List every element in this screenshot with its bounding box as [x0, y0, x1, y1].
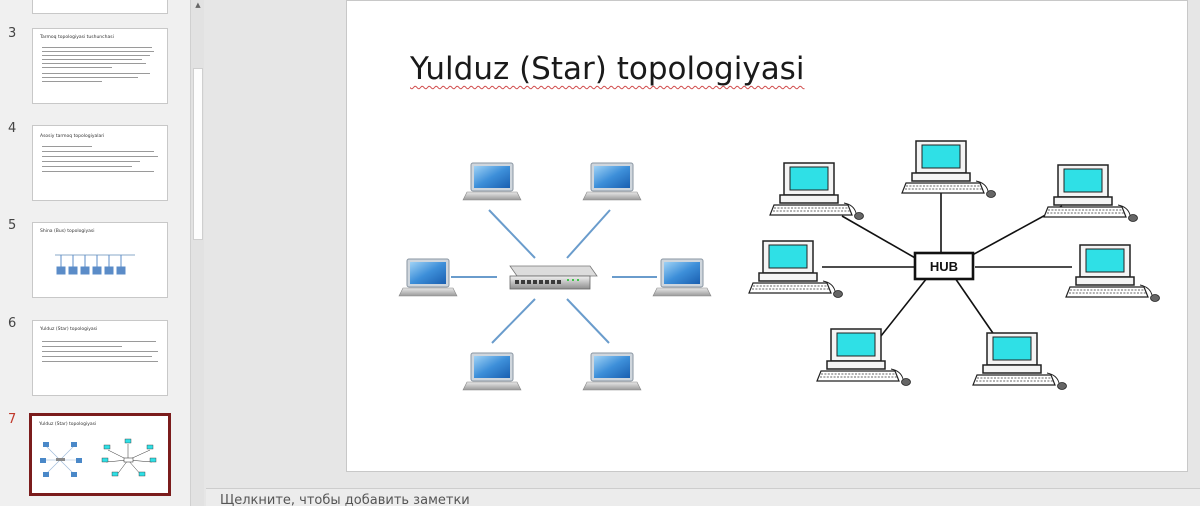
star-topology-diagrams[interactable]: HUB: [347, 1, 1189, 473]
thumbnail-title: Shina (Bus) topologiyasi: [40, 229, 95, 234]
notes-pane[interactable]: Щелкните, чтобы добавить заметки: [206, 488, 1200, 506]
desktop-computer-icon: [972, 332, 1068, 391]
slide-thumbnail-3[interactable]: Tarmoq topologiyasi tushunchasi: [32, 28, 168, 104]
laptop-icon: [462, 352, 522, 391]
slide-number-6: 6: [8, 316, 17, 331]
slide-number-5: 5: [8, 218, 17, 233]
scrollbar-thumb[interactable]: [193, 68, 203, 240]
desktop-computer-icon: [816, 328, 912, 387]
slide-number-3: 3: [8, 26, 17, 41]
desktop-computer-icon: [769, 162, 865, 221]
hub-label: HUB: [930, 259, 958, 274]
scroll-up-arrow-icon[interactable]: ▲: [195, 1, 201, 9]
desktop-computer-icon: [748, 240, 844, 299]
switch-star-diagram: [398, 162, 712, 391]
thumbnail-title: Asosiy tarmoq topologiyalari: [40, 134, 105, 139]
slide-thumbnail-5[interactable]: Shina (Bus) topologiyasi: [32, 222, 168, 298]
thumbnail-scrollbar[interactable]: ▲: [190, 0, 204, 506]
thumbnail-title: Yulduz (Star) topologiyasi: [40, 327, 98, 332]
desktop-computer-icon: [1043, 164, 1139, 223]
thumbnail-title: Tarmoq topologiyasi tushunchasi: [40, 35, 114, 40]
slide-thumbnail-4[interactable]: Asosiy tarmoq topologiyalari: [32, 125, 168, 201]
star-topology-mini-diagram: [40, 438, 157, 477]
desktop-computer-icon: [901, 140, 997, 199]
thumbnail-title: Yulduz (Star) topologiyasi: [39, 422, 97, 427]
bus-topology-mini-diagram: [55, 254, 135, 275]
slide-canvas[interactable]: Yulduz (Star) topologiyasi: [346, 0, 1188, 472]
slide-thumbnail-6[interactable]: Yulduz (Star) topologiyasi: [32, 320, 168, 396]
laptop-icon: [582, 352, 642, 391]
slide-thumbnail-pane: 3 Tarmoq topologiyasi tushunchasi 4 Asos…: [0, 0, 190, 506]
slide-title[interactable]: Yulduz (Star) topologiyasi: [410, 51, 805, 87]
notes-placeholder[interactable]: Щелкните, чтобы добавить заметки: [220, 493, 470, 506]
hub-star-diagram: HUB: [748, 140, 1161, 391]
laptop-icon: [582, 162, 642, 201]
slide-thumbnail-7[interactable]: Yulduz (Star) topologiyasi: [29, 413, 171, 496]
slide-thumbnail-2[interactable]: [32, 0, 168, 14]
network-switch-icon: [509, 265, 598, 290]
slide-number-7: 7: [8, 412, 17, 427]
laptop-icon: [398, 258, 458, 297]
slide-editor-area: Yulduz (Star) topologiyasi: [206, 0, 1200, 488]
desktop-computer-icon: [1065, 244, 1161, 303]
hub-box: HUB: [913, 251, 975, 281]
slide-number-4: 4: [8, 121, 17, 136]
laptop-icon: [462, 162, 522, 201]
laptop-icon: [652, 258, 712, 297]
